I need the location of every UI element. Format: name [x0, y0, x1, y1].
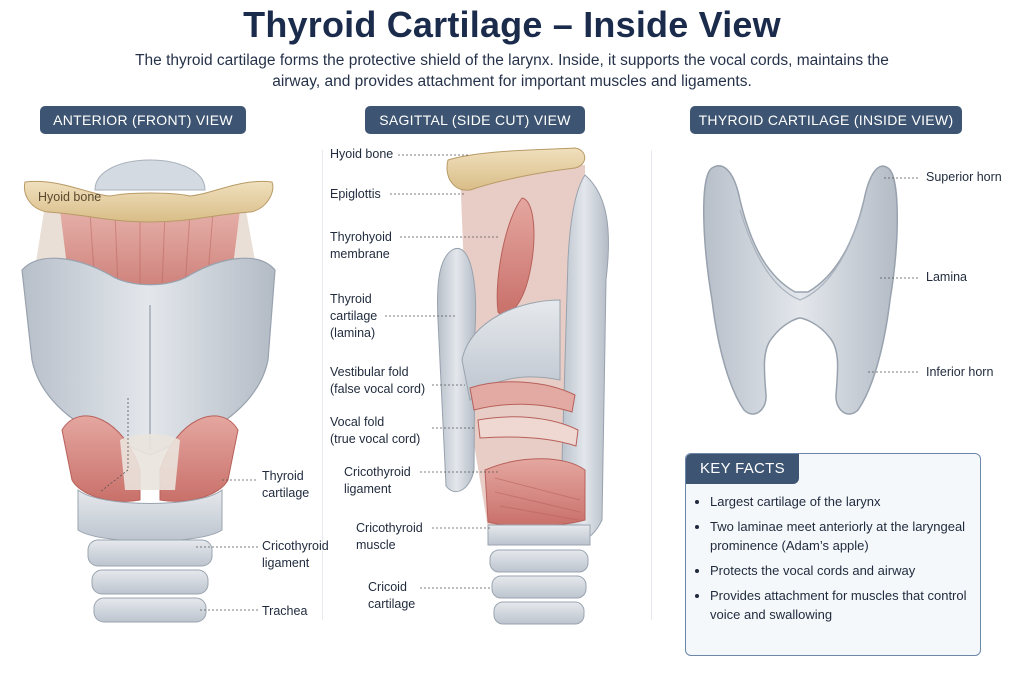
inside-view-heading: THYROID CARTILAGE (INSIDE VIEW)	[690, 106, 962, 134]
key-fact-item: Largest cartilage of the larynx	[710, 492, 978, 511]
key-facts-list: Largest cartilage of the larynx Two lami…	[694, 492, 978, 630]
panel-divider-left	[322, 150, 323, 620]
key-fact-item: Provides attachment for muscles that con…	[710, 586, 978, 624]
inside-label-inferior-horn: Inferior horn	[926, 365, 994, 379]
inside-thyroid-figure	[703, 165, 920, 415]
anterior-larynx-figure	[21, 159, 276, 623]
sagittal-label-cricothyroid-ligament: Cricothyroid ligament	[344, 465, 411, 496]
inside-label-superior-horn: Superior horn	[926, 170, 1002, 184]
anterior-label-thyroid-cartilage: Thyroid cartilage	[262, 469, 310, 500]
page-title: Thyroid Cartilage – Inside View	[243, 4, 781, 45]
page-subtitle: The thyroid cartilage forms the protecti…	[135, 52, 889, 90]
anterior-view-heading: ANTERIOR (FRONT) VIEW	[40, 106, 246, 134]
sagittal-label-cricoid-cartilage: Cricoid cartilage	[368, 580, 416, 611]
key-fact-item: Two laminae meet anteriorly at the laryn…	[710, 517, 978, 555]
sagittal-label-vestibular-fold: Vestibular fold (false vocal cord)	[330, 365, 426, 396]
anterior-label-hyoid-bone: Hyoid bone	[38, 190, 102, 204]
sagittal-label-thyroid-lamina: Thyroid cartilage (lamina)	[330, 292, 378, 340]
anterior-label-trachea: Trachea	[262, 604, 308, 618]
sagittal-label-epiglottis: Epiglottis	[330, 187, 381, 201]
sagittal-label-thyrohyoid-membrane: Thyrohyoid membrane	[330, 230, 392, 261]
key-facts-box: KEY FACTS Largest cartilage of the laryn…	[685, 453, 981, 656]
key-fact-item: Protects the vocal cords and airway	[710, 561, 978, 580]
sagittal-label-cricothyroid-muscle: Cricothyroid muscle	[356, 521, 423, 552]
sagittal-view-heading: SAGITTAL (SIDE CUT) VIEW	[365, 106, 585, 134]
sagittal-larynx-figure	[385, 147, 609, 625]
inside-label-lamina: Lamina	[926, 270, 967, 284]
sagittal-label-hyoid-bone: Hyoid bone	[330, 147, 394, 161]
sagittal-label-vocal-fold: Vocal fold (true vocal cord)	[330, 415, 421, 446]
key-facts-heading: KEY FACTS	[686, 454, 799, 484]
panel-divider-right	[651, 150, 652, 620]
anterior-label-cricothyroid-ligament: Cricothyroid ligament	[262, 539, 329, 570]
